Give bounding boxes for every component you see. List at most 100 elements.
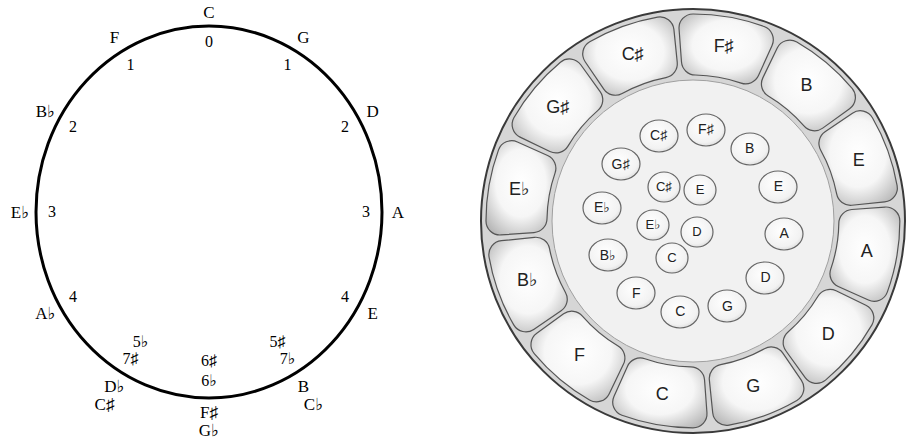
note-dome-shape — [648, 172, 680, 202]
middle-note-field: E♭ — [582, 191, 622, 225]
outer-note-shape — [784, 289, 875, 383]
middle-note-field: A — [764, 217, 804, 251]
note-dome-shape — [661, 296, 699, 328]
key-name: A♭ — [35, 305, 55, 322]
note-dome-shape — [589, 239, 627, 271]
note-dome-shape — [687, 114, 725, 146]
note-dome-shape — [617, 277, 655, 309]
key-signature-count: 3 — [48, 204, 56, 220]
key-name: E♭ — [11, 204, 29, 221]
middle-note-field: D — [745, 261, 785, 295]
note-name: G♯ — [612, 157, 630, 172]
note-name: C♯ — [656, 180, 672, 194]
note-dome-shape — [746, 262, 784, 294]
note-name: D — [760, 270, 770, 285]
outer-note-field: E — [814, 105, 899, 207]
note-dome-shape — [765, 218, 803, 250]
key-name: B — [298, 378, 309, 395]
middle-note-field: F♯ — [686, 113, 726, 147]
key-name: C♯ — [95, 396, 115, 413]
key-name: G♭ — [199, 422, 219, 439]
outer-note-shape — [679, 14, 773, 84]
key-name: D — [367, 103, 379, 120]
note-name: E — [774, 179, 783, 194]
outer-note-shape — [486, 141, 556, 235]
note-dome-shape — [681, 217, 713, 247]
note-dome-shape — [656, 243, 688, 273]
note-name: G — [722, 299, 733, 314]
key-signature-count: 3 — [362, 204, 370, 220]
note-name: C♯ — [622, 45, 644, 65]
outer-note-shape — [531, 312, 625, 403]
key-name: G — [297, 29, 309, 46]
middle-note-field: B♭ — [588, 238, 628, 272]
key-signature-count: 1 — [284, 57, 292, 73]
note-dome-shape — [602, 148, 640, 180]
note-dome-shape — [684, 175, 716, 205]
note-dome-shape — [640, 120, 678, 152]
note-dome-shape — [637, 210, 669, 240]
key-signature-count: 7♭ — [280, 351, 296, 367]
note-name: F — [632, 286, 641, 301]
outer-note-shape — [489, 237, 567, 332]
note-dome-shape — [759, 171, 797, 203]
note-name: E♭ — [646, 218, 661, 232]
note-name: B♭ — [517, 271, 538, 291]
inner-note-field: C♯ — [647, 171, 681, 203]
note-name: G — [746, 377, 760, 397]
inner-note-field: C — [655, 242, 689, 274]
key-name: A — [392, 204, 404, 221]
circle-of-fifths — [36, 26, 382, 398]
outer-note-shape — [761, 40, 855, 131]
note-name: E♭ — [509, 180, 530, 200]
middle-note-field: B — [730, 132, 770, 166]
key-signature-count: 5♯ — [270, 334, 286, 350]
outer-note-shape — [819, 110, 897, 205]
key-name: F — [110, 29, 119, 46]
outer-note-shape — [830, 207, 900, 301]
outer-note-shape — [613, 358, 707, 428]
note-name: D — [692, 225, 701, 239]
middle-note-field: C — [660, 295, 700, 329]
outer-note-shape — [512, 59, 603, 153]
key-name: F♯ — [200, 404, 218, 421]
middle-note-field: C♯ — [639, 119, 679, 153]
note-dome-shape — [731, 133, 769, 165]
key-name: C — [203, 4, 214, 21]
key-name: D♭ — [104, 378, 124, 395]
middle-note-field: F — [616, 276, 656, 310]
middle-note-field: G♯ — [601, 147, 641, 181]
note-name: F♯ — [698, 122, 714, 137]
middle-note-field: G — [707, 289, 747, 323]
pan-rim — [481, 9, 905, 433]
note-name: D — [822, 325, 835, 345]
outer-note-field: G♯ — [507, 53, 608, 157]
outer-note-shape — [582, 17, 677, 95]
note-name: B — [800, 76, 812, 96]
key-signature-count: 1 — [127, 57, 135, 73]
inner-note-field: E♭ — [636, 209, 670, 241]
note-name: C — [667, 251, 676, 265]
key-signature-count: 4 — [341, 289, 349, 305]
note-name: E♭ — [594, 200, 610, 215]
note-name: C — [656, 385, 669, 405]
note-name: G♯ — [546, 98, 569, 118]
key-name: C♭ — [304, 396, 323, 413]
middle-note-field: E — [758, 170, 798, 204]
key-signature-count: 4 — [69, 289, 77, 305]
outer-note-field: B♭ — [487, 236, 572, 338]
note-dome-shape — [708, 290, 746, 322]
inner-note-field: E — [683, 174, 717, 206]
key-signature-count: 0 — [205, 34, 213, 50]
key-signature-count: 6♭ — [201, 373, 217, 389]
note-name: A — [779, 226, 788, 241]
note-name: A — [861, 242, 873, 262]
outer-note-shape — [709, 347, 804, 425]
note-name: E — [853, 151, 865, 171]
note-name: E — [696, 183, 705, 197]
note-name: F♯ — [714, 37, 734, 57]
key-signature-count: 7♯ — [123, 351, 139, 367]
note-dome-shape — [583, 192, 621, 224]
note-name: C♯ — [650, 128, 667, 143]
inner-note-field: D — [680, 216, 714, 248]
